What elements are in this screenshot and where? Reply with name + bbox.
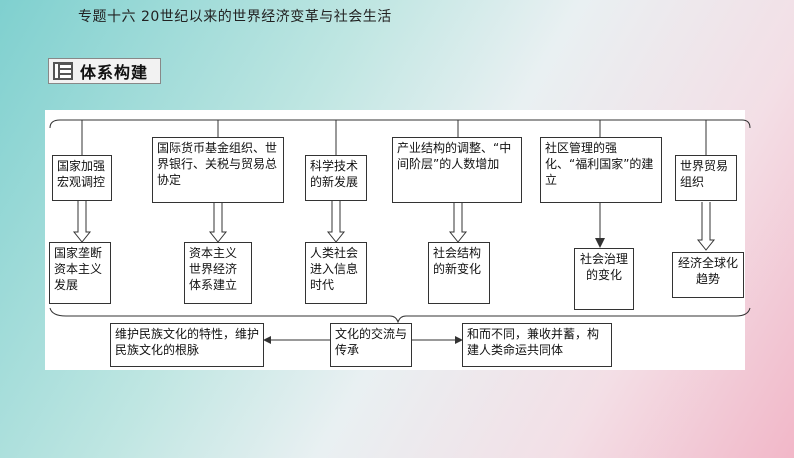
top-box-3: 科学技术的新发展 bbox=[305, 155, 367, 201]
section-title: 体系构建 bbox=[80, 63, 149, 82]
bottom-box-6: 经济全球化趋势 bbox=[672, 252, 744, 298]
section-title-badge: 体系构建 bbox=[48, 58, 161, 84]
bottom-box-4: 社会结构的新变化 bbox=[428, 242, 490, 304]
bottom-box-1: 国家垄断资本主义发展 bbox=[49, 242, 111, 304]
list-icon bbox=[52, 60, 74, 82]
center-culture-box: 文化的交流与传承 bbox=[330, 323, 412, 367]
top-box-1: 国家加强宏观调控 bbox=[52, 155, 112, 201]
top-box-2: 国际货币基金组织、世界银行、关税与贸易总协定 bbox=[152, 137, 284, 203]
top-box-6: 世界贸易组织 bbox=[675, 155, 737, 201]
top-box-5: 社区管理的强化、“福利国家”的建立 bbox=[540, 137, 662, 203]
left-culture-box: 维护民族文化的特性，维护民族文化的根脉 bbox=[110, 323, 264, 367]
bottom-box-5: 社会治理的变化 bbox=[574, 248, 634, 310]
bottom-box-2: 资本主义世界经济体系建立 bbox=[184, 242, 252, 304]
page-header: 专题十六 20世纪以来的世界经济变革与社会生活 bbox=[78, 9, 392, 25]
bottom-box-3: 人类社会进入信息时代 bbox=[305, 242, 367, 304]
right-culture-box: 和而不同，兼收并蓄，构建人类命运共同体 bbox=[462, 323, 612, 367]
top-box-4: 产业结构的调整、“中间阶层”的人数增加 bbox=[392, 137, 522, 203]
